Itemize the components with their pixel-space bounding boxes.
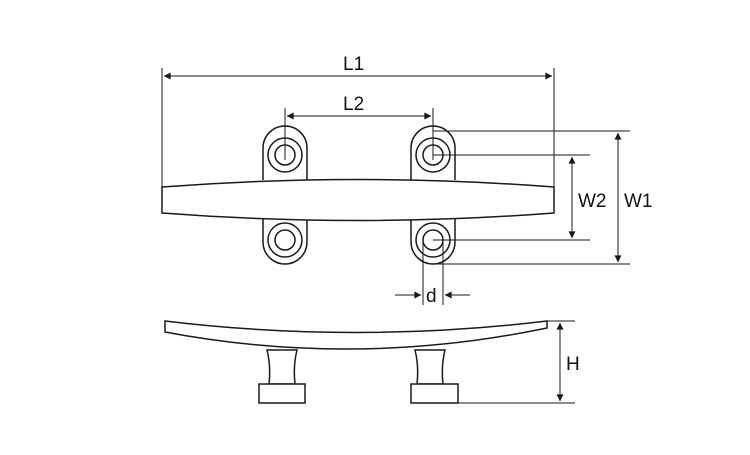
label-L2: L2 <box>343 94 364 115</box>
pillar-right <box>414 349 446 385</box>
top-view <box>161 108 555 265</box>
label-H: H <box>566 354 580 375</box>
side-view <box>164 320 548 404</box>
cleat-body-top <box>161 178 555 222</box>
label-W2: W2 <box>578 191 607 212</box>
hole-centerlines <box>284 108 434 160</box>
label-d: d <box>426 286 437 307</box>
base-pad-right <box>410 383 459 404</box>
dimensions-top <box>161 68 630 305</box>
base-pad-left <box>258 383 306 404</box>
label-L1: L1 <box>343 54 364 75</box>
label-W1: W1 <box>624 191 653 212</box>
dimensions-side <box>458 320 575 404</box>
cleat-body-side <box>164 320 548 350</box>
pillar-left <box>266 349 298 385</box>
foot-lower-left <box>262 215 308 265</box>
